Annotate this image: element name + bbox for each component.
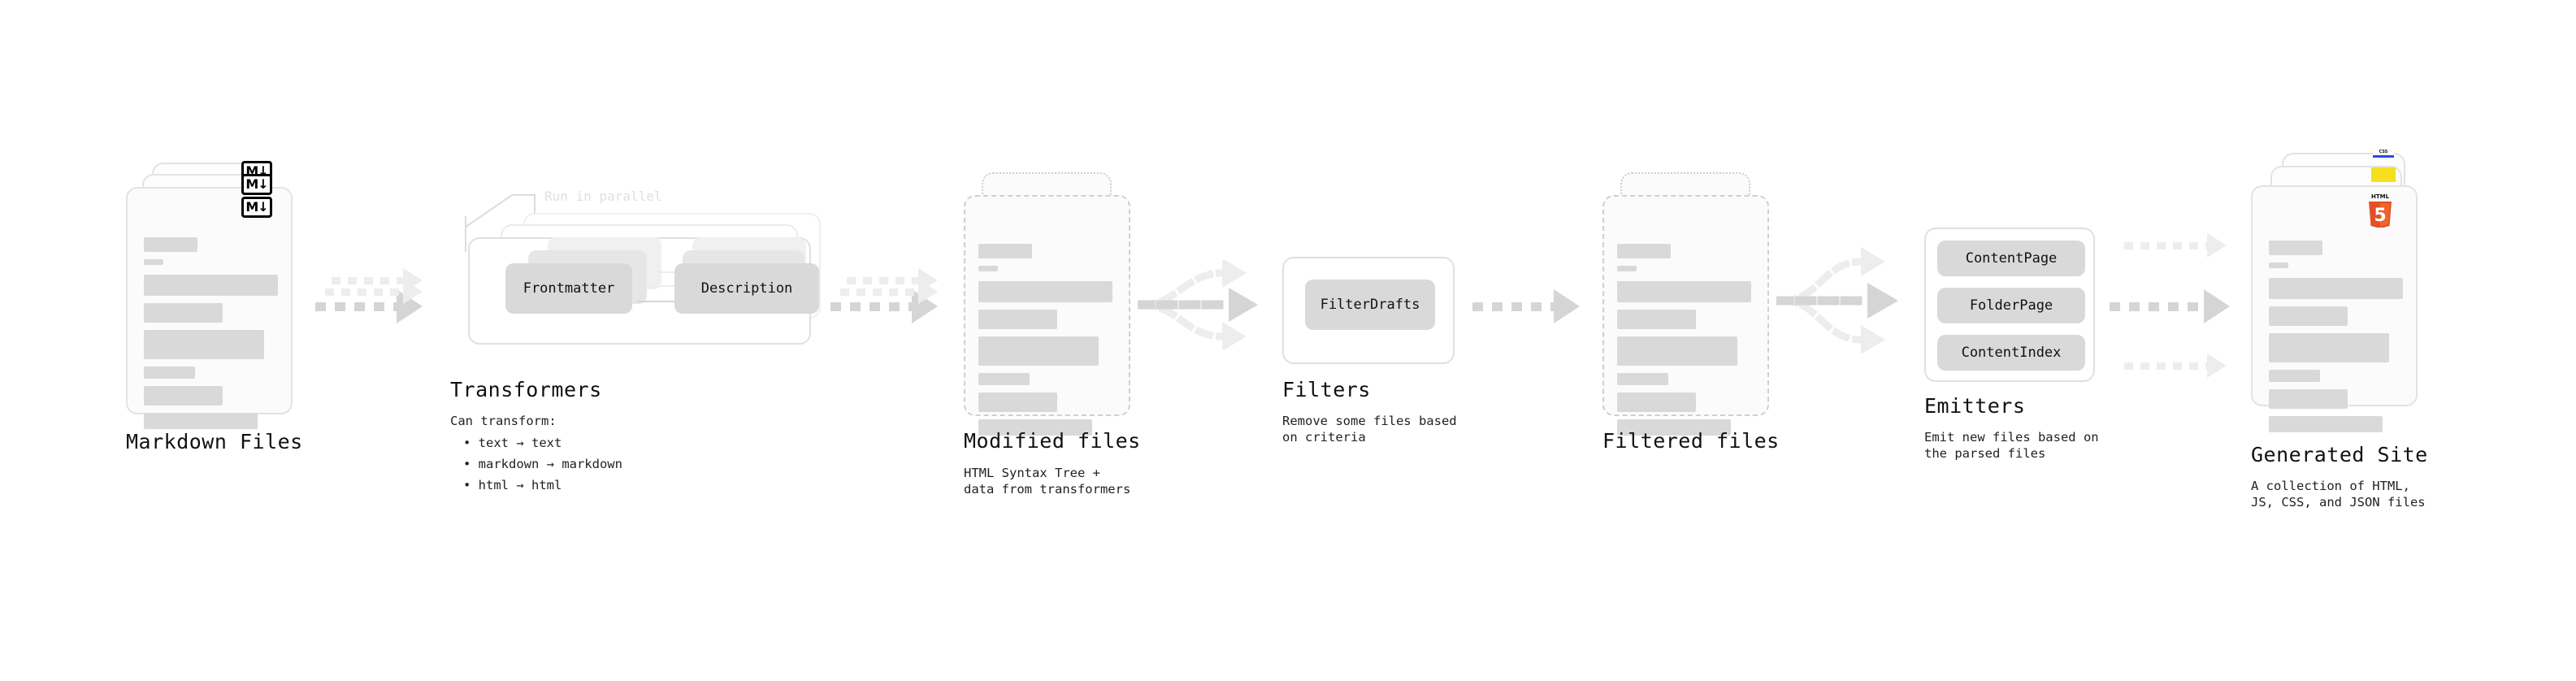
emitters-title: Emitters bbox=[1924, 394, 2026, 418]
html5-badge: HTML 5 bbox=[2366, 192, 2394, 228]
content-bar bbox=[2269, 389, 2348, 409]
content-bar bbox=[1617, 244, 1671, 258]
run-in-parallel-label: Run in parallel bbox=[544, 189, 662, 204]
svg-text:HTML: HTML bbox=[2371, 193, 2390, 200]
filters-description: Remove some files based on criteria bbox=[1282, 414, 1457, 445]
filtered-files-title: Filtered files bbox=[1602, 429, 1780, 453]
filtered-files-stack bbox=[1602, 172, 1789, 440]
arrow-filters-to-filtered bbox=[1472, 289, 1580, 323]
content-bar bbox=[1617, 266, 1637, 271]
content-bar bbox=[2269, 262, 2288, 268]
content-bar bbox=[1617, 373, 1668, 385]
svg-text:5: 5 bbox=[2374, 206, 2386, 226]
content-bar bbox=[978, 310, 1057, 329]
arrow-emitters-to-site-top bbox=[2124, 233, 2227, 258]
emitters-description: Emit new files based on the parsed files bbox=[1924, 430, 2099, 462]
content-bar bbox=[978, 244, 1032, 258]
content-bar bbox=[1617, 393, 1696, 412]
transformers-title: Transformers bbox=[450, 378, 602, 401]
content-bar bbox=[978, 281, 1112, 302]
content-bar bbox=[2269, 306, 2348, 326]
content-bar bbox=[978, 373, 1030, 385]
run-in-parallel-leader bbox=[465, 194, 536, 228]
content-bar bbox=[2269, 241, 2322, 255]
markdown-badge-mid: M↓ bbox=[241, 174, 272, 195]
modified-files-title: Modified files bbox=[964, 429, 1141, 453]
content-bar bbox=[2269, 278, 2403, 299]
content-bar bbox=[144, 275, 278, 296]
markdown-badge-front: M↓ bbox=[241, 197, 272, 218]
content-bar bbox=[1617, 419, 1731, 436]
content-bar bbox=[1617, 281, 1751, 302]
content-bar bbox=[978, 336, 1099, 366]
transformers-bullet-2: • html → html bbox=[463, 478, 562, 492]
arrow-modified-to-filters bbox=[1138, 260, 1268, 349]
arrow-emitters-to-site-bottom bbox=[2124, 354, 2227, 378]
content-bar bbox=[2269, 416, 2383, 432]
content-bar bbox=[978, 393, 1057, 412]
emitter-node-contentindex[interactable]: ContentIndex bbox=[1937, 335, 2085, 371]
modified-card-bars bbox=[978, 244, 1112, 443]
content-bar bbox=[144, 386, 223, 406]
js-badge bbox=[2371, 167, 2396, 182]
filters-title: Filters bbox=[1282, 378, 1371, 401]
generated-site-description: A collection of HTML, JS, CSS, and JSON … bbox=[2251, 479, 2426, 510]
arrow-filtered-to-emitters bbox=[1776, 244, 1915, 358]
content-bar bbox=[144, 367, 195, 379]
modified-files-stack bbox=[964, 172, 1151, 440]
content-bar bbox=[978, 266, 998, 271]
css-badge-bar bbox=[2373, 155, 2394, 158]
generated-site-title: Generated Site bbox=[2251, 443, 2428, 466]
transformer-node-description[interactable]: Description bbox=[674, 263, 819, 314]
content-bar bbox=[144, 303, 223, 323]
site-card-bars bbox=[2269, 241, 2403, 440]
transformers-bullet-1: • markdown → markdown bbox=[463, 457, 622, 471]
modified-files-description: HTML Syntax Tree + data from transformer… bbox=[964, 466, 1131, 497]
generated-site-stack: CSS HTML 5 bbox=[2251, 150, 2446, 432]
emitter-node-folderpage[interactable]: FolderPage bbox=[1937, 288, 2085, 323]
emitters-panel: ContentPage FolderPage ContentIndex bbox=[1924, 228, 2095, 382]
arrow-emitters-to-site-mid bbox=[2110, 289, 2230, 323]
transformers-bullet-0: • text → text bbox=[463, 436, 562, 450]
transformers-description: Can transform: bbox=[450, 414, 557, 428]
css-badge-label: CSS bbox=[2379, 150, 2388, 154]
markdown-files-title: Markdown Files bbox=[126, 430, 303, 453]
arrow-transformers-to-modified-ghost-b bbox=[847, 268, 938, 293]
transformer-node-frontmatter[interactable]: Frontmatter bbox=[505, 263, 632, 314]
transformers-group: Run in parallel Frontmatter Description bbox=[449, 189, 830, 346]
css-badge: CSS bbox=[2373, 150, 2394, 158]
emitter-node-contentpage[interactable]: ContentPage bbox=[1937, 241, 2085, 276]
arrow-md-to-transformers-ghost-b bbox=[332, 268, 423, 293]
content-bar bbox=[144, 413, 258, 429]
content-bar bbox=[978, 419, 1092, 436]
content-bar bbox=[2269, 370, 2320, 382]
content-bar bbox=[1617, 336, 1737, 366]
filter-node-filterdrafts[interactable]: FilterDrafts bbox=[1305, 280, 1435, 330]
content-bar bbox=[2269, 333, 2389, 362]
markdown-card-bars bbox=[144, 237, 278, 436]
filters-panel: FilterDrafts bbox=[1282, 257, 1455, 364]
run-in-parallel-bracket bbox=[465, 216, 466, 252]
content-bar bbox=[144, 237, 197, 252]
markdown-files-stack: M↓ M↓ M↓ bbox=[126, 161, 313, 431]
content-bar bbox=[1617, 310, 1696, 329]
filtered-card-bars bbox=[1617, 244, 1751, 443]
content-bar bbox=[144, 330, 264, 359]
content-bar bbox=[144, 259, 163, 265]
